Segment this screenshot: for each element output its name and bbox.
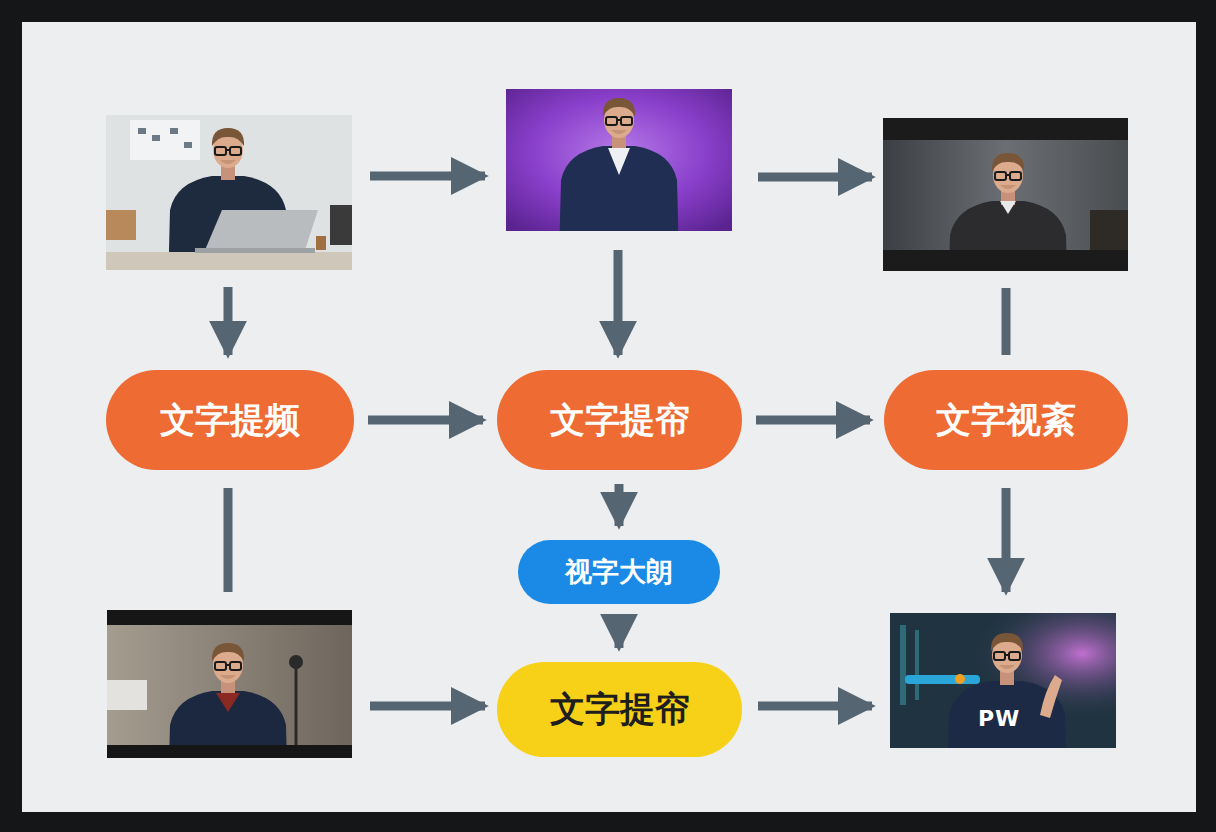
board-panel [22,22,1196,812]
flow-arrow [615,618,624,648]
result-pill: 文字提帘 [497,662,742,757]
photo-video-call [883,118,1128,271]
process-pill: 文字提频 [106,370,354,470]
photo-video-call [107,610,352,758]
photo-portrait [506,89,732,231]
flow-arrow [368,416,483,425]
node-text: 文字提频 [160,401,300,440]
flow-arrow [615,484,624,526]
process-pill: 文字视紊 [884,370,1128,470]
node-text: 视字大朗 [565,557,673,587]
flow-arrow [756,416,870,425]
node-text: 文字视紊 [936,401,1076,440]
node-text: 文字提帘 [550,690,690,729]
shirt-print: PW [978,706,1020,731]
photo-studio [890,613,1116,748]
process-pill: 文字提帘 [497,370,742,470]
photo-office [106,115,352,270]
node-text: 文字提帘 [550,401,690,440]
step-pill: 视字大朗 [518,540,720,604]
